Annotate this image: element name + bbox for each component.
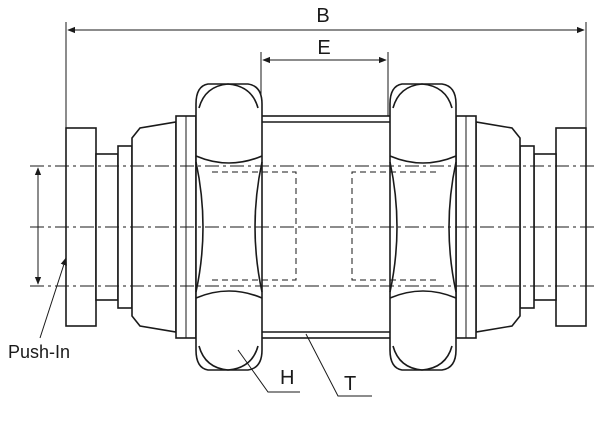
hex-callout: H	[237, 349, 300, 393]
label-b: B	[316, 5, 329, 27]
push-in-callout: Push-In	[8, 257, 70, 362]
tube-lines	[30, 165, 596, 287]
hidden-bore-lines	[212, 171, 436, 281]
thread-callout: T	[305, 333, 372, 397]
left-hex-nut	[195, 83, 263, 371]
label-h: H	[280, 367, 294, 389]
label-t: T	[344, 373, 356, 395]
dimension-b: B	[65, 5, 587, 128]
label-push-in: Push-In	[8, 342, 70, 362]
label-e: E	[317, 37, 330, 59]
dimension-e: E	[260, 37, 389, 118]
